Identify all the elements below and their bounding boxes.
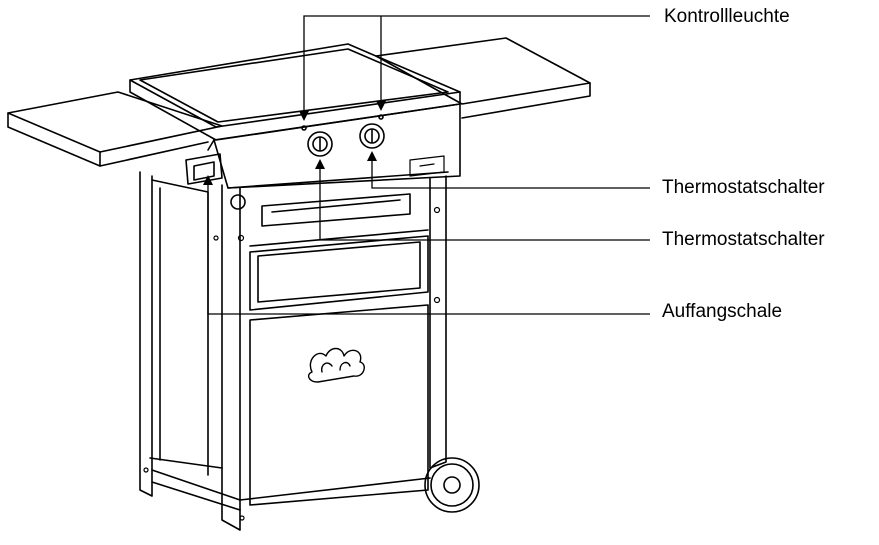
cart-wheel: [424, 457, 480, 513]
brand-logo-icon: [307, 347, 365, 383]
callout-label-drip-tray: Auffangschale: [662, 301, 783, 322]
right-side-shelf: [375, 37, 591, 119]
cart-frame: [139, 171, 447, 531]
pilot-light-left-icon: [301, 125, 307, 131]
left-side-shelf: [7, 91, 223, 167]
callout-label-pilot-light: Kontrollleuchte: [664, 6, 790, 27]
thermostat-knob-left: [307, 131, 333, 157]
frame-screws: [143, 206, 441, 521]
pilot-light-right-icon: [378, 114, 384, 120]
frame-knob-icon: [230, 194, 246, 210]
callout-label-thermostat-left: Thermostatschalter: [662, 229, 825, 250]
leader-line-pilot-light: [299, 15, 650, 121]
griddle-plate: [129, 43, 461, 141]
control-housing: [207, 103, 461, 189]
thermostat-knob-right: [359, 123, 385, 149]
leader-line-thermostat-left: [315, 159, 650, 241]
leader-line-thermostat-right: [367, 151, 650, 189]
callout-label-thermostat-right: Thermostatschalter: [662, 177, 825, 198]
rating-plate: [409, 155, 445, 177]
leader-line-drip-tray: [203, 175, 650, 315]
drip-tray-handle: [185, 153, 223, 185]
